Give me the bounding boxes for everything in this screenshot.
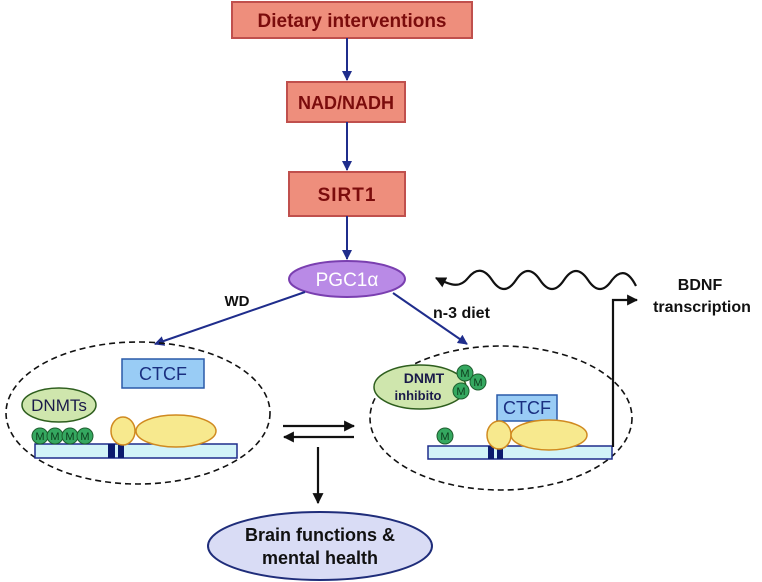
left-dna-strand: [34, 443, 238, 459]
arrow-pgc1a-to-n3-state: [392, 292, 468, 345]
methyl-circle: [436, 427, 454, 445]
left-methyl-group: M: [61, 427, 79, 445]
left-dna-site-marker: [108, 444, 115, 458]
nad-nadh-label: NAD/NADH: [298, 93, 394, 113]
dnmt-inhibitor-label-line2: inhibito: [395, 388, 442, 403]
right-dna-site-marker: [488, 446, 494, 459]
dietary-interventions-box: [231, 1, 473, 39]
right-ctcf-label: CTCF: [503, 398, 551, 418]
methyl-label: M: [456, 386, 465, 398]
wd-state-dashed-boundary: [5, 341, 271, 485]
right-ctcf-box: [496, 394, 558, 422]
left-methyl-group: M: [31, 427, 49, 445]
methyl-label: M: [35, 431, 44, 443]
methyl-label: M: [50, 431, 59, 443]
nad-nadh-node: NAD/NADH: [286, 81, 406, 123]
left-protein-small-lobe: [110, 416, 136, 446]
right-dna-site-marker: [497, 446, 503, 459]
left-dna-site-marker: [118, 444, 124, 458]
methyl-circle: [456, 364, 474, 382]
left-ctcf-box: [121, 358, 205, 389]
nad-nadh-box: [286, 81, 406, 123]
right-protein-small-lobe: [486, 420, 512, 450]
sirt1-box: [288, 171, 406, 217]
methyl-label: M: [80, 431, 89, 443]
dietary-interventions-label: Dietary interventions: [258, 11, 447, 32]
right-dna-strand: [427, 445, 613, 460]
bdnf-label: BDNF: [678, 277, 723, 294]
left-protein-large-lobe: [135, 414, 217, 448]
dnmt-inhibitor-label-line1: DNMT: [404, 370, 445, 386]
methyl-label: M: [440, 431, 449, 443]
wd-chromatin-state: CTCF DNMTs M M M M: [5, 341, 271, 485]
methyl-label: M: [473, 377, 482, 389]
arrow-pgc1a-to-wd-state: [154, 291, 306, 346]
dietary-interventions-node: Dietary interventions: [231, 1, 473, 39]
pgc1a-node: PGC1α: [288, 260, 406, 298]
n3-chromatin-state: DNMT inhibito M M M CTCF M: [369, 345, 633, 491]
methyl-label: M: [65, 431, 74, 443]
right-methyl-group: M: [436, 427, 454, 445]
inhibitor-methyl-group: M: [456, 364, 474, 382]
left-methyl-group: M: [46, 427, 64, 445]
bdnf-feedback-wavy-arrow: [435, 269, 637, 291]
wd-label: WD: [225, 293, 250, 310]
methyl-circle: [469, 373, 487, 391]
pgc1a-ellipse: [288, 260, 406, 298]
transcription-label: transcription: [653, 299, 751, 316]
sirt1-label: SIRT1: [318, 185, 377, 206]
n3-state-dashed-boundary: [369, 345, 633, 491]
n3-diet-label: n-3 diet: [433, 305, 491, 322]
transcription-start-arrow: [611, 294, 639, 447]
methyl-label: M: [460, 368, 469, 380]
sirt1-node: SIRT1: [288, 171, 406, 217]
dnmts-ellipse: [21, 387, 97, 423]
left-ctcf-label: CTCF: [139, 364, 187, 384]
right-protein-large-lobe: [510, 419, 588, 451]
dnmts-label: DNMTs: [31, 396, 87, 415]
inhibitor-methyl-group: M: [452, 382, 470, 400]
methyl-circle: [452, 382, 470, 400]
outcome-label-line2: mental health: [262, 548, 378, 568]
inhibitor-methyl-group: M: [469, 373, 487, 391]
outcome-label-line1: Brain functions &: [245, 525, 395, 545]
left-methyl-group: M: [76, 427, 94, 445]
pgc1a-label: PGC1α: [316, 270, 379, 291]
outcome-node: Brain functions & mental health: [207, 511, 433, 581]
outcome-ellipse: [207, 511, 433, 581]
methyl-circle: [76, 427, 94, 445]
